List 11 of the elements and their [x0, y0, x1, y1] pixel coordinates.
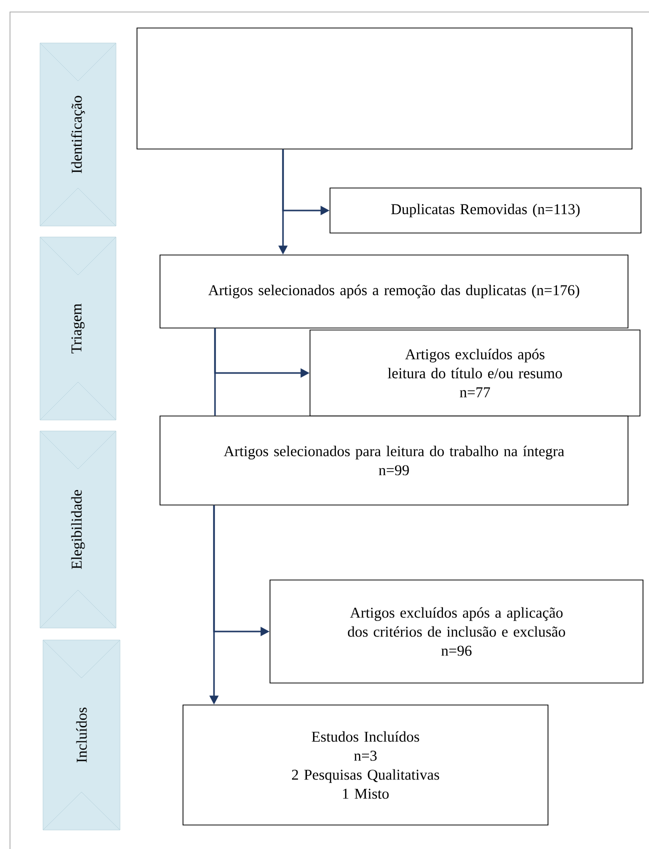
stage-band: Incluídos [42, 640, 120, 830]
process-box: Artigos excluídos após a aplicação dos critérios de inclusão e exclusão n=96 [270, 580, 644, 684]
process-box: Artigos excluídos após leitura do título e/ou resumo n=77 [310, 330, 640, 416]
process-box: Artigos selecionados após a remoção das duplicatas (n=176) [160, 254, 628, 328]
process-box [136, 28, 632, 150]
stage-band: Triagem [40, 236, 116, 420]
stage-band: Elegibilidade [40, 430, 116, 628]
process-box: Duplicatas Removidas (n=113) [330, 188, 642, 234]
process-box: Artigos selecionados para leitura do trabalho na íntegra n=99 [160, 416, 628, 506]
process-box: Estudos Incluídos n=3 2 Pesquisas Qualitativas 1 Misto [182, 704, 548, 826]
stage-band: Identificação [40, 42, 116, 226]
